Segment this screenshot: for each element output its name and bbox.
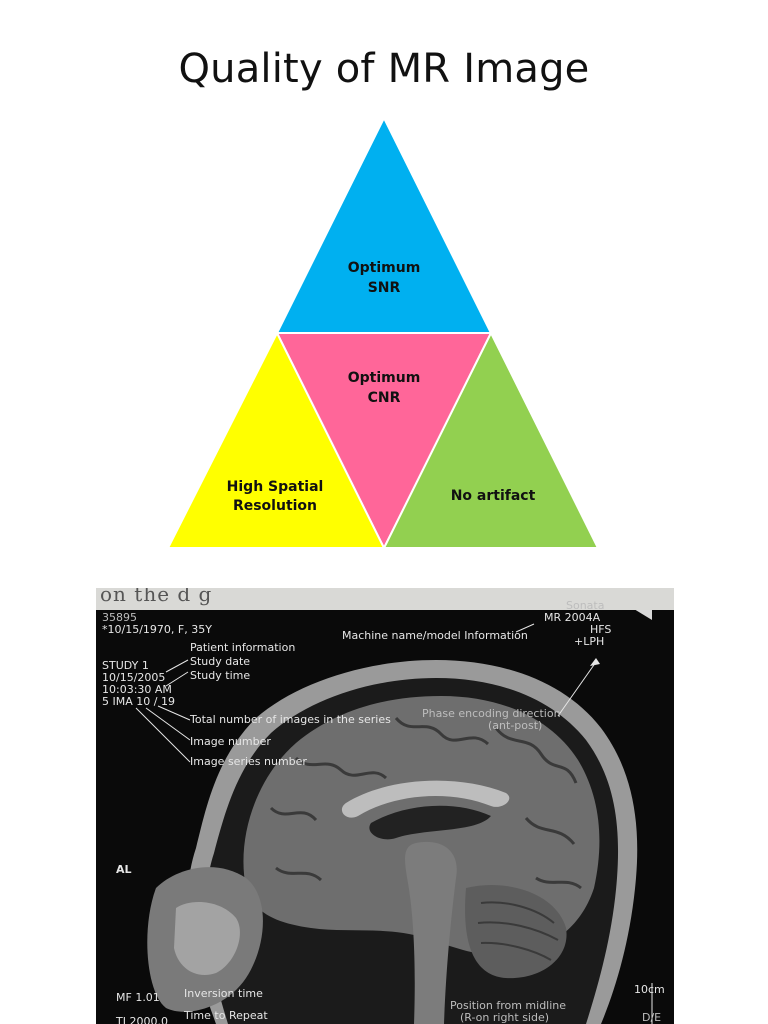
- tr-value: TI 2000.0: [116, 1015, 168, 1024]
- mri-quality-triangle-diagram: Optimum SNR Optimum CNR High Spatial Res…: [166, 115, 600, 549]
- paper-text-fragment: on the d g: [100, 588, 213, 606]
- cnr-label-line2: CNR: [368, 390, 401, 406]
- resolution-label-line2: Resolution: [233, 498, 317, 514]
- scanner-model: MR 2004A: [544, 611, 601, 624]
- artifact-label: No artifact: [451, 488, 536, 504]
- mri-brain-illustration: [96, 588, 674, 1024]
- id-fragment: 35895: [102, 611, 137, 624]
- study-number: STUDY 1: [102, 659, 149, 672]
- phase-encoding-direction: (ant-post): [488, 719, 543, 732]
- study-date-value: 10/15/2005: [102, 671, 166, 684]
- image-number-label: Image number: [190, 735, 271, 748]
- snr-triangle: [275, 115, 493, 334]
- mri-scan-photo: on the d g 35895 *10/15/1970, F, 35Y Pat…: [96, 588, 674, 1024]
- inversion-time-label: Inversion time: [184, 987, 263, 1000]
- orientation-al: AL: [116, 863, 132, 876]
- time-to-repeat-label: Time to Repeat: [184, 1009, 268, 1022]
- image-index: 5 IMA 10 / 19: [102, 695, 175, 708]
- magnification-factor: MF 1.01: [116, 991, 160, 1004]
- scale-bar-label: 10cm: [634, 983, 665, 996]
- resolution-triangle: [166, 330, 386, 549]
- patient-dob: *10/15/1970, F, 35Y: [102, 623, 212, 636]
- image-series-number-label: Image series number: [190, 755, 307, 768]
- patient-position-hfs: HFS: [590, 623, 612, 636]
- patient-information-label: Patient information: [190, 641, 296, 654]
- snr-label-line2: SNR: [368, 280, 401, 296]
- right-side-label: (R-on right side): [460, 1011, 550, 1024]
- total-images-label: Total number of images in the series: [190, 713, 391, 726]
- position-midline-label: Position from midline: [450, 999, 567, 1012]
- paper-edge: on the d g: [96, 588, 674, 610]
- slide-title: Quality of MR Image: [178, 46, 590, 92]
- study-time-label: Study time: [190, 669, 251, 682]
- orientation-de: D/E: [642, 1011, 662, 1024]
- scanner-name: Sonata: [566, 599, 605, 612]
- machine-name-label: Machine name/model Information: [342, 629, 528, 642]
- study-time-value: 10:03:30 AM: [102, 683, 172, 696]
- orientation-lph: +LPH: [574, 635, 605, 648]
- phase-encoding-label: Phase encoding direction: [422, 707, 561, 720]
- artifact-triangle: [382, 330, 600, 549]
- resolution-label-line1: High Spatial: [227, 479, 324, 495]
- study-date-label: Study date: [190, 655, 251, 668]
- cnr-label-line1: Optimum: [348, 370, 421, 386]
- snr-label-line1: Optimum: [348, 260, 421, 276]
